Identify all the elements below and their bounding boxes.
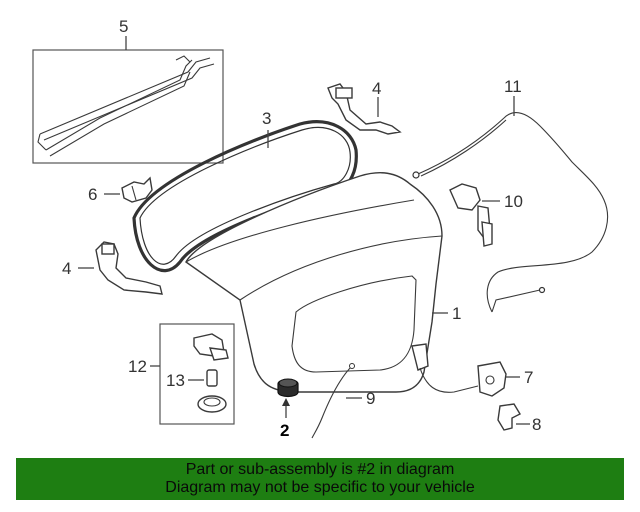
part-5-torsion-bars (32, 49, 224, 164)
callout-6: 6 (88, 185, 97, 204)
arrow-icon (282, 398, 290, 406)
part-8-striker (497, 403, 521, 431)
info-banner: Part or sub-assembly is #2 in diagram Di… (16, 458, 624, 500)
callout-13: 13 (166, 371, 185, 390)
callout-12: 12 (128, 357, 147, 376)
part-13-grommet (197, 369, 227, 413)
callout-9: 9 (366, 389, 375, 408)
part-1-trunk-lid (185, 172, 443, 393)
callout-7: 7 (524, 368, 533, 387)
part-4-hinge-left (95, 241, 163, 295)
callout-4-left: 4 (62, 259, 71, 278)
callout-3: 3 (262, 109, 271, 128)
callout-4-top: 4 (372, 79, 381, 98)
callout-11: 11 (504, 77, 522, 96)
part-2-bumper[interactable] (277, 378, 299, 398)
callout-8: 8 (532, 415, 541, 434)
callout-1: 1 (452, 304, 461, 323)
callout-5: 5 (119, 17, 128, 36)
part-10-lock-cylinder (449, 183, 493, 247)
banner-line-2: Diagram may not be specific to your vehi… (165, 479, 475, 496)
part-11-release-cable (412, 112, 609, 313)
part-4-hinge-top (327, 83, 402, 135)
part-6-clip (121, 176, 153, 203)
part-7-latch (411, 343, 507, 397)
parts-diagram: 5 4 3 1 6 4 11 (32, 17, 609, 440)
callout-10: 10 (504, 192, 523, 211)
banner-line-1: Part or sub-assembly is #2 in diagram (185, 461, 455, 478)
part-9-rod (311, 363, 355, 439)
callout-2: 2 (280, 421, 289, 440)
